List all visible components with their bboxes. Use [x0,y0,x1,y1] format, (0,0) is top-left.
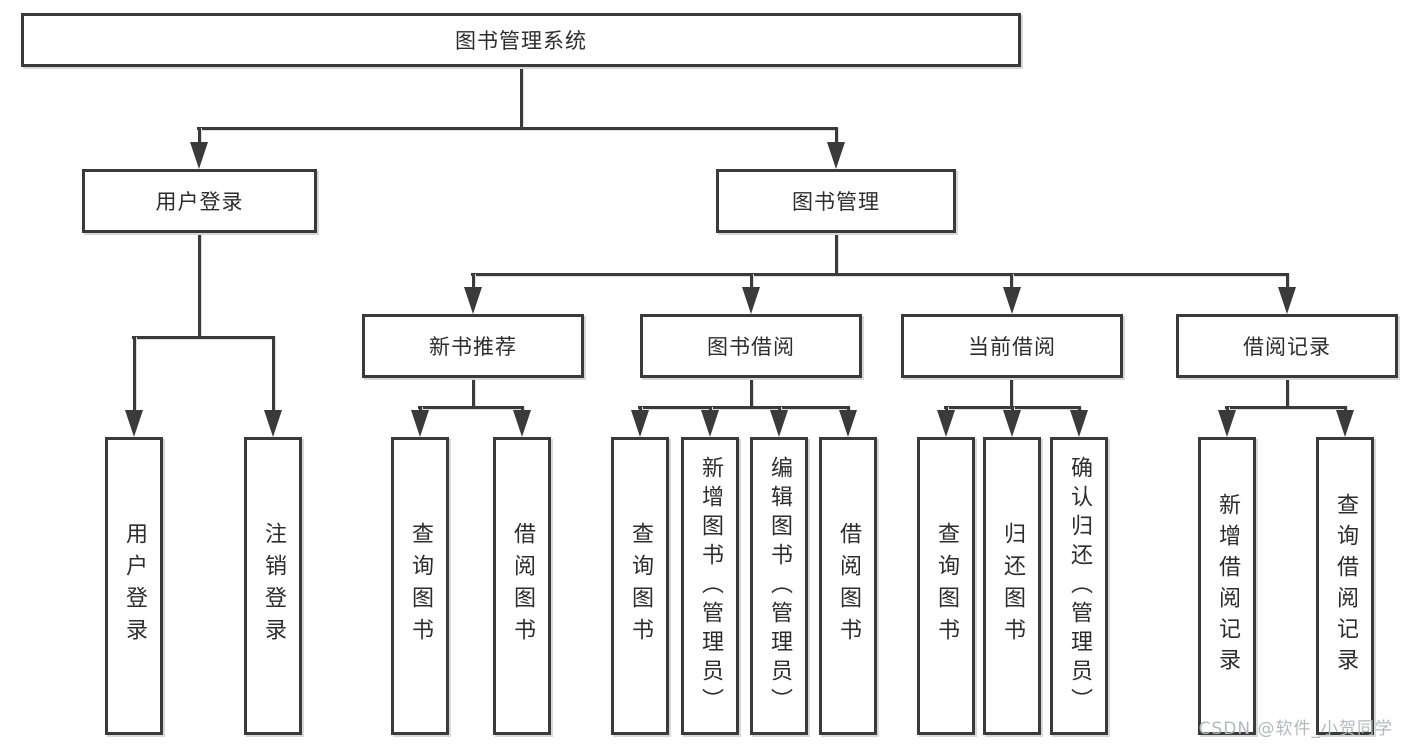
leaf-user-login-label: 用户登录 [122,522,147,650]
arrow-down-icon [827,142,845,169]
arrow-down-icon [742,287,760,314]
node-user-login-label: 用户登录 [155,190,244,214]
leaf-logout-label: 注销登录 [261,522,286,650]
leaf-borrow-books-label: 借阅图书 [836,522,861,650]
leaf-borrow-books-label: 借阅图书 [510,522,535,650]
node-user-login: 用户登录 [82,169,317,233]
node-current-borrowing: 当前借阅 [901,314,1123,378]
connector-line [750,376,753,409]
node-root-label: 图书管理系统 [455,29,587,53]
node-current-borrowing-label: 当前借阅 [968,335,1056,359]
connector-line [472,376,475,409]
connector-line [198,232,201,339]
leaf-return-book: 归还图书 [983,437,1041,735]
arrow-down-icon [1336,410,1354,437]
leaf-query-books: 查询图书 [391,437,449,735]
connector-line [520,67,523,129]
leaf-add-borrow-record-label: 新增借阅记录 [1215,493,1240,679]
connector-line [471,273,1289,276]
node-new-book-recommendation: 新书推荐 [362,314,584,378]
arrow-down-icon [513,410,531,437]
leaf-add-book-admin-label: 新增图书（管理员） [698,455,723,717]
leaf-add-book-admin: 新增图书（管理员） [681,437,739,735]
node-new-book-recommendation-label: 新书推荐 [429,335,517,359]
node-borrowing-records-label: 借阅记录 [1243,335,1331,359]
arrow-down-icon [1218,410,1236,437]
leaf-borrow-books: 借阅图书 [819,437,877,735]
arrow-down-icon [701,410,719,437]
connector-line [1010,376,1013,409]
leaf-query-books: 查询图书 [611,437,669,735]
leaf-query-books-label: 查询图书 [628,522,653,650]
connector-line [1010,273,1013,290]
leaf-query-borrow-record-label: 查询借阅记录 [1333,493,1358,679]
leaf-confirm-return-admin: 确认归还（管理员） [1050,437,1108,735]
arrow-down-icon [937,410,955,437]
connector-line [835,127,838,146]
leaf-confirm-return-admin-label: 确认归还（管理员） [1067,455,1092,717]
arrow-down-icon [1278,287,1296,314]
leaf-edit-book-admin-label: 编辑图书（管理员） [767,455,792,717]
node-book-borrowing: 图书借阅 [640,314,862,378]
arrow-down-icon [464,287,482,314]
arrow-down-icon [839,410,857,437]
leaf-logout: 注销登录 [244,437,302,735]
watermark: CSDN @软件_小贺同学 [1198,719,1393,739]
connector-line [1286,273,1289,290]
leaf-borrow-books: 借阅图书 [493,437,551,735]
connector-line [750,273,753,290]
arrow-down-icon [190,142,208,169]
leaf-edit-book-admin: 编辑图书（管理员） [750,437,808,735]
connector-line [638,406,850,409]
node-borrowing-records: 借阅记录 [1176,314,1398,378]
leaf-query-books-label: 查询图书 [408,522,433,650]
arrow-down-icon [1003,287,1021,314]
connector-line [198,127,201,146]
connector-line [1225,406,1346,409]
arrow-down-icon [411,410,429,437]
arrow-down-icon [1070,410,1088,437]
arrow-down-icon [264,410,282,437]
connector-line [1286,376,1289,409]
connector-line [197,127,838,130]
connector-line [132,336,275,339]
connector-line [133,336,136,415]
node-book-management-label: 图书管理 [792,190,880,214]
node-book-borrowing-label: 图书借阅 [707,335,795,359]
arrow-down-icon [631,410,649,437]
connector-line [472,273,475,290]
node-book-management: 图书管理 [716,169,956,233]
leaf-add-borrow-record: 新增借阅记录 [1198,437,1256,735]
leaf-return-book-label: 归还图书 [1000,522,1025,650]
arrow-down-icon [770,410,788,437]
connector-line [272,336,275,415]
connector-line [418,406,524,409]
arrow-down-icon [125,410,143,437]
arrow-down-icon [1003,410,1021,437]
leaf-query-books-label: 查询图书 [934,522,959,650]
leaf-query-borrow-record: 查询借阅记录 [1316,437,1374,735]
leaf-query-books: 查询图书 [917,437,975,735]
leaf-user-login: 用户登录 [105,437,163,735]
node-root: 图书管理系统 [21,13,1021,67]
connector-line [835,232,838,276]
